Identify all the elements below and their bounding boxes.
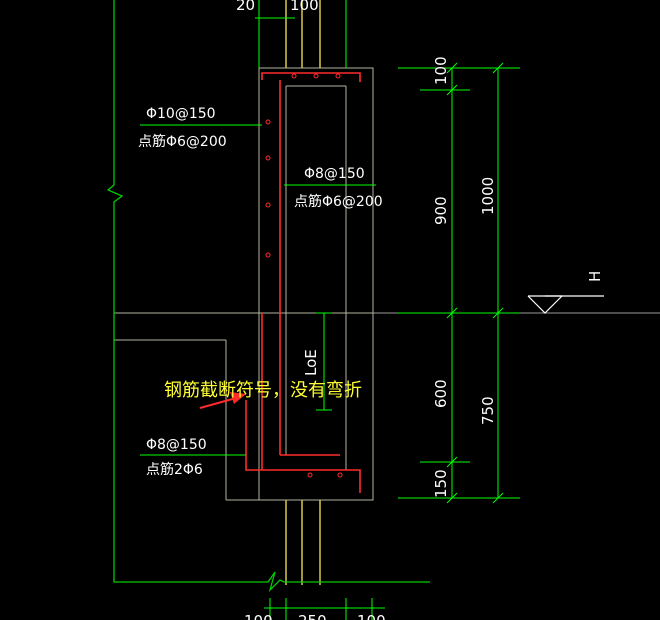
rebar-dot [335,73,341,79]
callout-text: 钢筋截断符号，没有弯折 [164,380,362,401]
dim-tick [492,492,504,504]
rebar [245,72,361,493]
dim-tick [446,492,458,504]
beam-section-outline [258,67,374,501]
dim-tick [446,307,458,319]
top-dim-right-label: 100 [290,0,319,14]
lower-rebar-l [245,400,361,493]
top-dim-left-label: 20 [236,0,255,14]
dim-tick [492,62,504,74]
dim-150-label: 150 [432,469,450,498]
rebar-dot [307,472,313,478]
top-rebar [261,72,361,82]
callout-arrow [199,392,246,409]
wall-outline [106,0,430,593]
rebar-dot [265,202,271,208]
rebar-lower-left-main: Φ8@150 [146,437,207,453]
bottom-dim-mid-label: 250 [298,612,327,620]
arrow-shaft [199,397,237,409]
rebar-dot [337,472,343,478]
dim-900-label: 900 [432,196,450,225]
rebar-upper-mid-dist: 点筋Φ6@200 [294,193,383,210]
dim-100-label: 100 [432,56,450,85]
rebar-dot [265,155,271,161]
anchorage-label: LoE [302,349,320,376]
elevation-label: H [586,271,604,282]
bottom-dim-left-label: 100 [244,612,273,620]
concrete-outline [114,67,400,501]
arrow-head-icon [230,392,246,404]
elevation-mark [527,295,604,314]
rebar-upper-left-main: Φ10@150 [146,106,216,122]
rebar-upper-left-dist: 点筋Φ6@200 [138,133,227,150]
column-bars [285,0,321,585]
leader-lines [140,17,376,456]
rebar-lower-left-dist: 点筋2Φ6 [146,461,203,478]
dim-tick [446,456,458,468]
rebar-dot [291,73,297,79]
elevation-triangle [527,295,563,314]
rebar-dots [265,73,343,478]
rebar-upper-mid-main: Φ8@150 [304,166,365,182]
dim-tick [446,62,458,74]
bottom-dim-right-label: 100 [357,612,386,620]
rebar-dot [313,73,319,79]
wall-boundary [106,0,430,593]
dim-tick [446,84,458,96]
dim-tick [492,307,504,319]
rebar-dot [265,252,271,258]
dim-600-label: 600 [432,379,450,408]
dimension-lines [264,62,520,620]
dim-750-label: 750 [479,396,497,425]
dim-1000-label: 1000 [479,177,497,215]
rebar-dot [265,119,271,125]
